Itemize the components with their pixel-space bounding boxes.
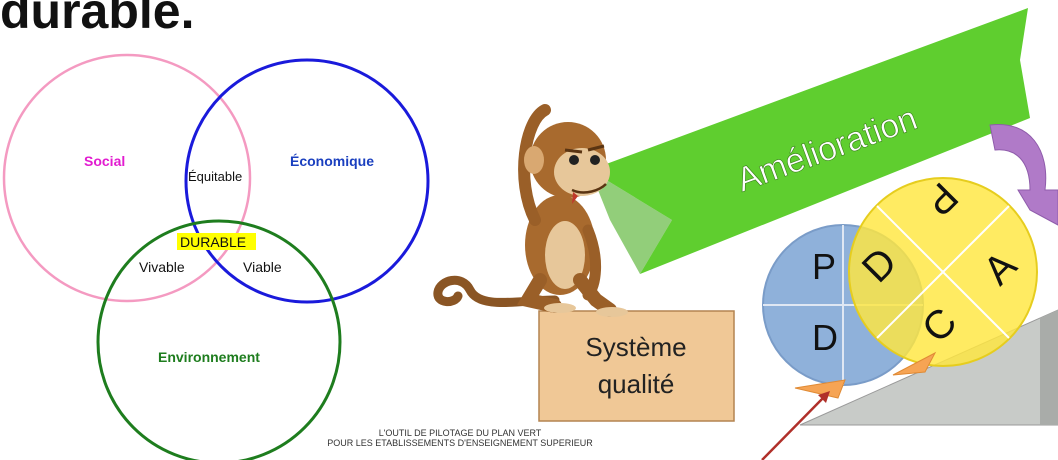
wedge-icon-2 xyxy=(892,351,937,376)
economique-label: Économique xyxy=(290,153,374,169)
social-circle xyxy=(2,53,252,303)
venn-diagram: Social Économique Équitable DURABLE Viva… xyxy=(2,53,430,460)
pdca-back-d: D xyxy=(812,317,838,358)
monkey-icon xyxy=(433,104,628,317)
ramp-face xyxy=(1040,310,1058,425)
footer-line1: L'OUTIL DE PILOTAGE DU PLAN VERT xyxy=(378,428,542,438)
pdca-back-p: P xyxy=(812,246,836,287)
arrow-shade xyxy=(590,170,672,274)
quality-box-rect xyxy=(538,310,735,422)
environnement-circle xyxy=(96,219,342,460)
footer-line2: POUR LES ETABLISSEMENTS D'ENSEIGNEMENT S… xyxy=(327,438,593,448)
equitable-label: Équitable xyxy=(188,169,242,184)
viable-label: Viable xyxy=(243,259,282,275)
page-title: durable. xyxy=(0,0,195,39)
pdca-wheel-front: P A C D xyxy=(848,174,1038,367)
arrow-shape xyxy=(590,8,1030,274)
pointer-arrow-head xyxy=(818,391,830,403)
pointer-arrow xyxy=(761,395,826,460)
footer: L'OUTIL DE PILOTAGE DU PLAN VERT POUR LE… xyxy=(280,428,640,448)
durable-label: DURABLE xyxy=(180,234,246,250)
wedge-icon xyxy=(794,379,846,399)
vivable-label: Vivable xyxy=(139,259,185,275)
durable-highlight xyxy=(177,233,256,250)
economique-circle xyxy=(184,58,430,304)
curved-arrow-icon xyxy=(989,123,1058,226)
quality-box-line2: qualité xyxy=(598,369,675,399)
quality-box-line1: Système xyxy=(585,332,686,362)
environnement-label: Environnement xyxy=(158,349,260,365)
amelioration-arrow: Amélioration xyxy=(590,8,1030,274)
social-label: Social xyxy=(84,153,125,169)
quality-box: Système qualité xyxy=(538,310,735,422)
